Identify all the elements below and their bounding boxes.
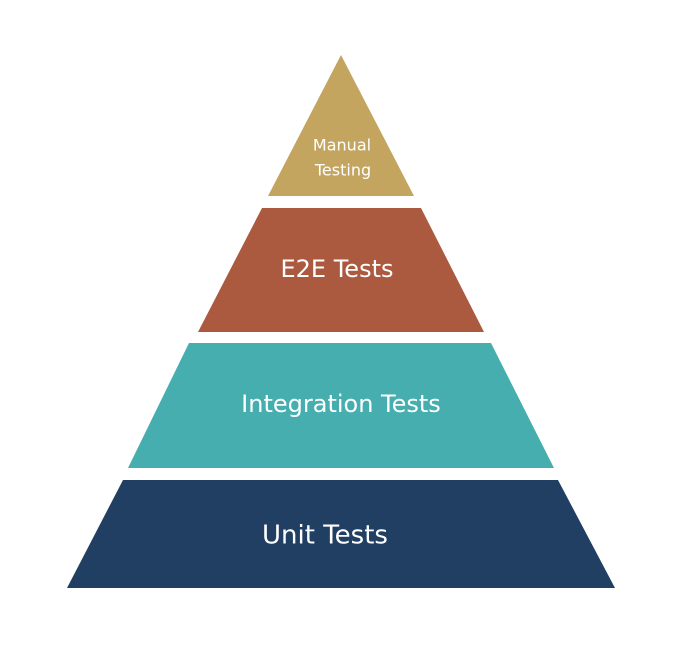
- layer-e2e-tests-label: E2E Tests: [281, 255, 394, 283]
- layer-unit-tests: Unit Tests: [67, 480, 615, 588]
- layer-unit-tests-shape: [67, 480, 615, 588]
- layer-manual-testing-label: Testing: [314, 161, 371, 180]
- layer-e2e-tests-shape: [198, 208, 484, 332]
- layer-integration-tests-shape: [128, 343, 554, 468]
- layer-unit-tests-label: Unit Tests: [262, 521, 388, 551]
- layer-integration-tests: Integration Tests: [128, 343, 554, 468]
- layer-manual-testing-label: Manual: [313, 136, 371, 155]
- layer-e2e-tests: E2E Tests: [198, 208, 484, 332]
- layer-manual-testing-shape: [268, 55, 414, 196]
- layer-integration-tests-label: Integration Tests: [241, 390, 441, 418]
